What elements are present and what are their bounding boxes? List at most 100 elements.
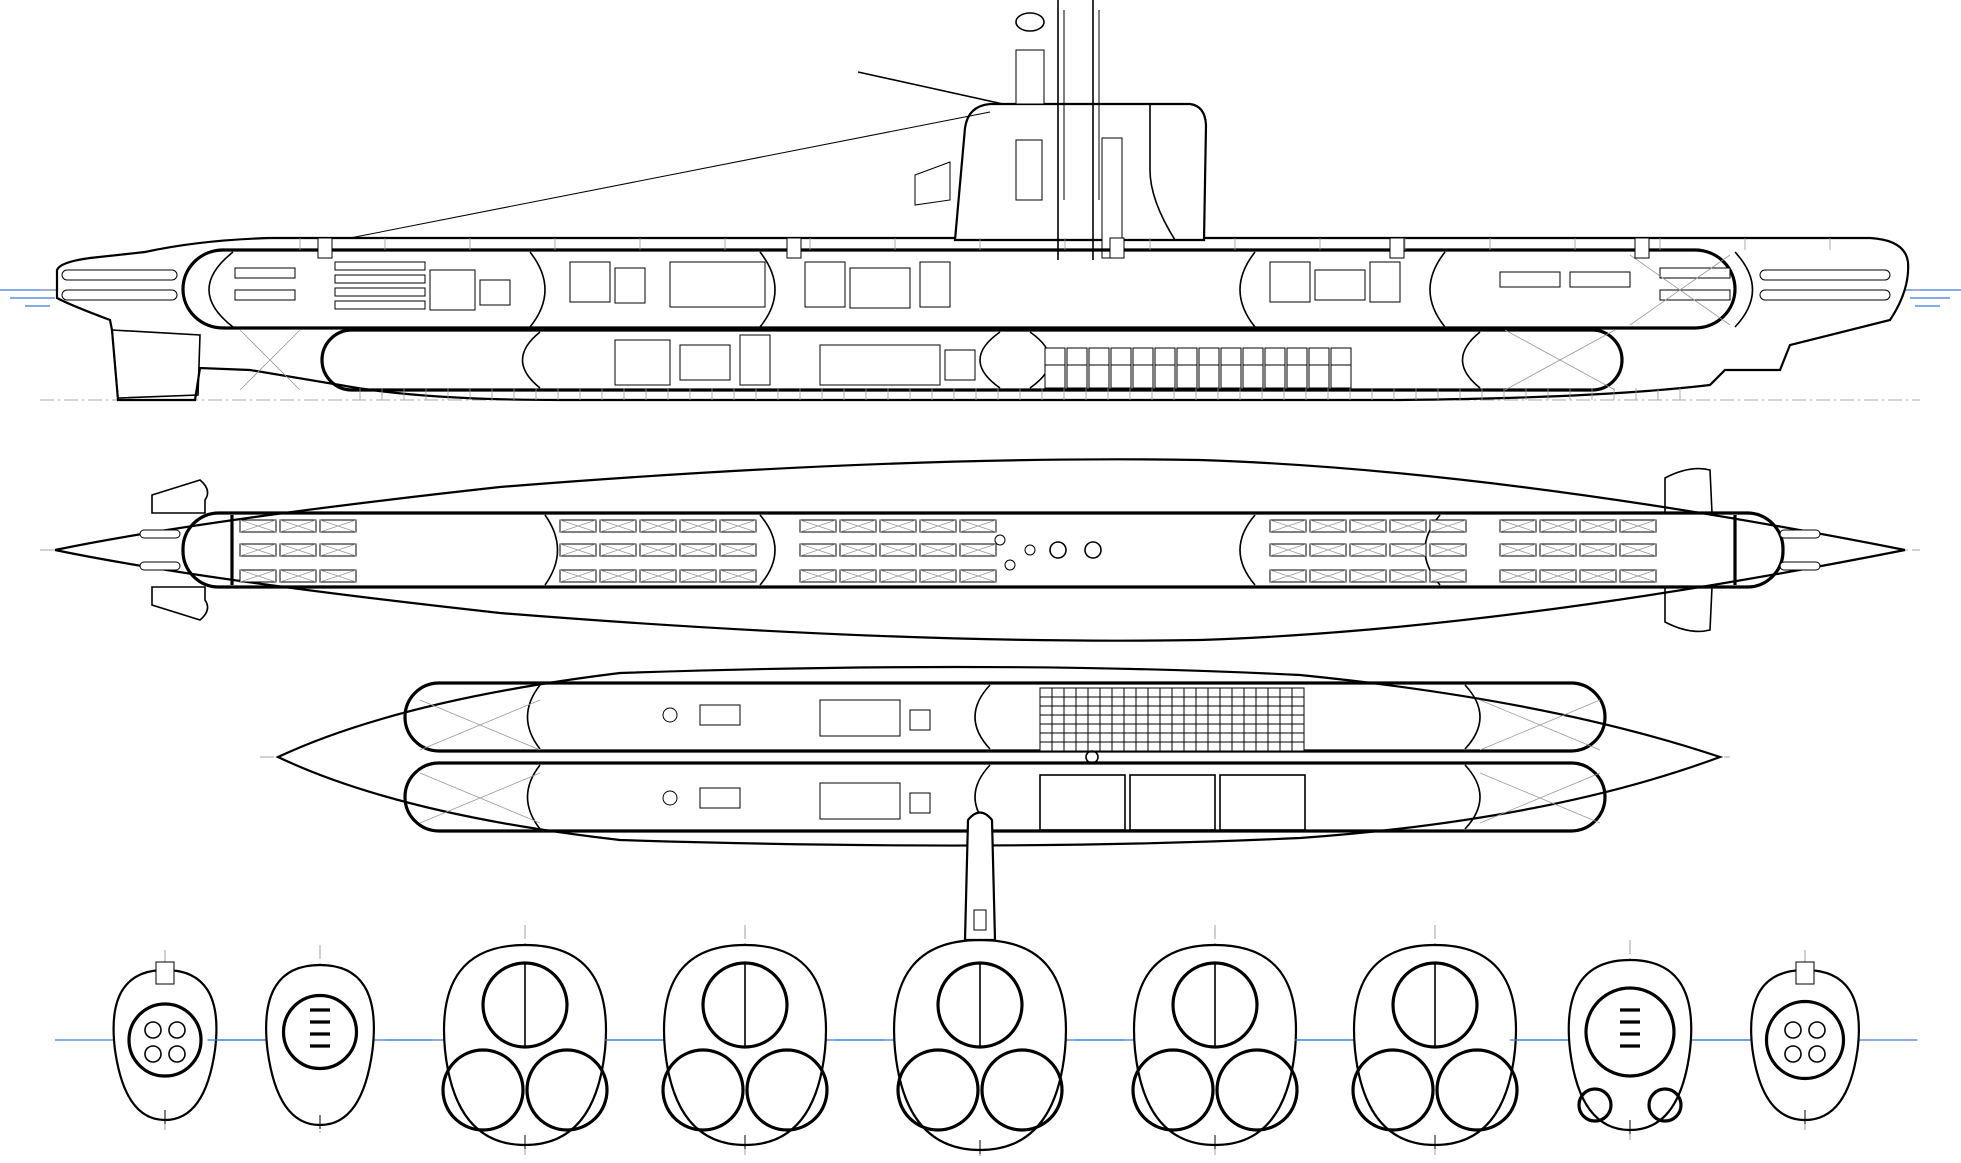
section-lower-hull-starboard xyxy=(745,1048,829,1132)
battery-cell xyxy=(1063,741,1077,752)
battery-cell xyxy=(1279,687,1293,698)
battery-cell xyxy=(1231,714,1245,725)
battery-cell xyxy=(1087,696,1101,707)
auxiliary xyxy=(909,792,931,814)
battery-cell xyxy=(1183,714,1197,725)
battery-cell xyxy=(1291,705,1305,716)
battery-cell xyxy=(1219,714,1233,725)
centerline-fitting xyxy=(1085,750,1099,764)
battery-cell xyxy=(1159,714,1173,725)
side-profile-view xyxy=(0,0,1961,402)
rack-cross xyxy=(1389,543,1427,557)
battery-cell xyxy=(1159,687,1173,698)
battery-cell xyxy=(1267,714,1281,725)
battery-cell xyxy=(1243,705,1257,716)
mast-well xyxy=(1084,541,1102,559)
machinery-block xyxy=(614,339,671,386)
battery-cell xyxy=(1267,687,1281,698)
battery-cell xyxy=(1207,696,1221,707)
battery-cell xyxy=(1051,741,1065,752)
battery-cell xyxy=(1231,723,1245,734)
rack-cross xyxy=(1269,543,1307,557)
battery-cell xyxy=(1198,347,1220,389)
rack-cross xyxy=(1579,543,1617,557)
battery-cell xyxy=(1135,687,1149,698)
battery-cell xyxy=(1243,714,1257,725)
battery-cell xyxy=(1099,705,1113,716)
battery-cell xyxy=(1147,741,1161,752)
rack-cross xyxy=(799,569,837,583)
battery-cell xyxy=(1255,723,1269,734)
valve xyxy=(662,790,678,806)
battery-cell xyxy=(1231,741,1245,752)
battery-cell xyxy=(1063,723,1077,734)
rack-cross xyxy=(1539,519,1577,533)
torpedo-tube-icon xyxy=(144,1045,162,1063)
battery-cell xyxy=(1279,714,1293,725)
battery-cell xyxy=(1255,732,1269,743)
battery-cell xyxy=(1279,732,1293,743)
battery-cell xyxy=(1159,741,1173,752)
machinery-block xyxy=(944,349,976,381)
battery-cell xyxy=(1255,696,1269,707)
rack-cross xyxy=(879,543,917,557)
battery-cell xyxy=(1291,741,1305,752)
battery-cell xyxy=(1123,714,1137,725)
fitting xyxy=(994,534,1006,546)
battery-cell xyxy=(1135,741,1149,752)
battery-cell xyxy=(1099,723,1113,734)
pump-block xyxy=(699,787,741,809)
machinery-block xyxy=(1499,271,1561,288)
rack-cross xyxy=(319,519,357,533)
auxiliary xyxy=(909,709,931,731)
tank-hatch xyxy=(1629,254,1731,326)
machinery-block xyxy=(919,261,951,308)
machinery-block xyxy=(849,267,911,309)
tank-hatch xyxy=(239,329,301,391)
battery-cell xyxy=(1242,347,1264,389)
upper-plan-compartments xyxy=(239,519,1657,583)
rack-cross xyxy=(1499,543,1537,557)
battery-cell xyxy=(1243,741,1257,752)
battery-cell xyxy=(1219,732,1233,743)
battery-cell xyxy=(1051,714,1065,725)
section-lower-hull-starboard xyxy=(525,1048,609,1132)
battery-cell xyxy=(1183,687,1197,698)
rack-cross xyxy=(1309,569,1347,583)
battery-cell xyxy=(1044,347,1066,389)
rack-cross xyxy=(959,519,997,533)
battery-cell xyxy=(1279,696,1293,707)
fitting xyxy=(1004,559,1016,571)
battery-cell xyxy=(1099,714,1113,725)
battery-cell xyxy=(1051,696,1065,707)
battery-cell xyxy=(1207,705,1221,716)
battery-cell xyxy=(1063,705,1077,716)
battery-cell xyxy=(1159,696,1173,707)
rack-cross xyxy=(559,569,597,583)
battery-cell xyxy=(1075,714,1089,725)
battery-cell xyxy=(1291,723,1305,734)
battery-cell xyxy=(1207,732,1221,743)
rack-cross xyxy=(719,543,757,557)
rack-cross xyxy=(679,569,717,583)
torpedo-tube-icon xyxy=(168,1021,186,1039)
machinery-block xyxy=(334,261,426,271)
battery-cell xyxy=(1279,741,1293,752)
battery-cell xyxy=(1159,705,1173,716)
battery-cell xyxy=(1159,723,1173,734)
battery-cell xyxy=(1159,732,1173,743)
section-hatch xyxy=(1795,961,1815,985)
battery-cell xyxy=(1207,741,1221,752)
battery-cell xyxy=(1147,696,1161,707)
rack-cross xyxy=(1429,569,1467,583)
rack-cross xyxy=(1619,543,1657,557)
fitting xyxy=(1024,544,1036,556)
bow-plane xyxy=(111,329,201,399)
battery-cell xyxy=(1291,732,1305,743)
machinery-block xyxy=(819,344,941,386)
cross-section-7 xyxy=(1295,925,1575,1155)
battery-cell xyxy=(1195,732,1209,743)
antenna-wire xyxy=(857,71,1004,105)
battery-cell xyxy=(1123,723,1137,734)
battery-cell xyxy=(1183,741,1197,752)
